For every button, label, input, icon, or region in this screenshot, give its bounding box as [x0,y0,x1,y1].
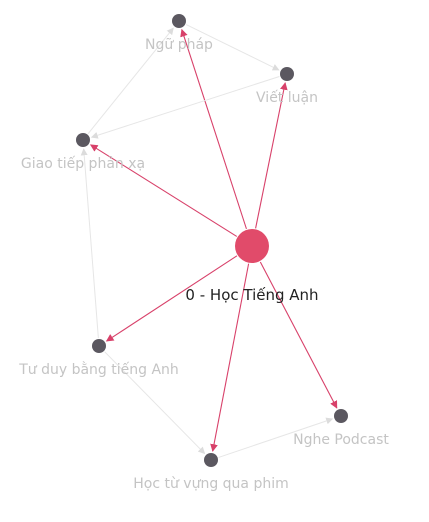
edge-reflex-to-grammar [87,27,174,135]
nodes-layer: 0 - Học Tiếng Anh Ngữ pháp Viết luận Gia… [18,14,389,492]
edge-thinking-to-reflex [80,148,99,339]
edge-grammar-to-writing [185,24,280,71]
edge-center-to-grammar [180,28,247,230]
edge-center-to-thinking [105,255,238,342]
node-podcast-label: Nghe Podcast [293,432,389,448]
node-vocab-label: Học từ vựng qua phim [133,476,289,492]
edge-writing-to-reflex [90,75,280,139]
node-writing-label: Viết luận [256,89,318,106]
node-thinking-label: Tư duy bằng tiếng Anh [18,361,179,378]
edge-center-to-podcast [259,261,338,409]
node-podcast[interactable] [334,409,348,423]
edge-center-to-reflex [89,144,238,237]
edge-center-to-writing [255,82,288,229]
edges-layer [80,24,338,458]
node-writing[interactable] [280,67,294,81]
node-grammar[interactable] [172,14,186,28]
center-node-label: 0 - Học Tiếng Anh [185,286,318,304]
center-node[interactable] [235,229,269,263]
node-vocab[interactable] [204,453,218,467]
edge-thinking-to-vocab [104,351,206,455]
node-grammar-label: Ngữ pháp [145,37,213,53]
node-thinking[interactable] [92,339,106,353]
edge-vocab-to-podcast [218,417,334,458]
node-reflex[interactable] [76,133,90,147]
node-reflex-label: Giao tiếp phản xạ [21,155,145,172]
edge-center-to-vocab [210,263,250,452]
